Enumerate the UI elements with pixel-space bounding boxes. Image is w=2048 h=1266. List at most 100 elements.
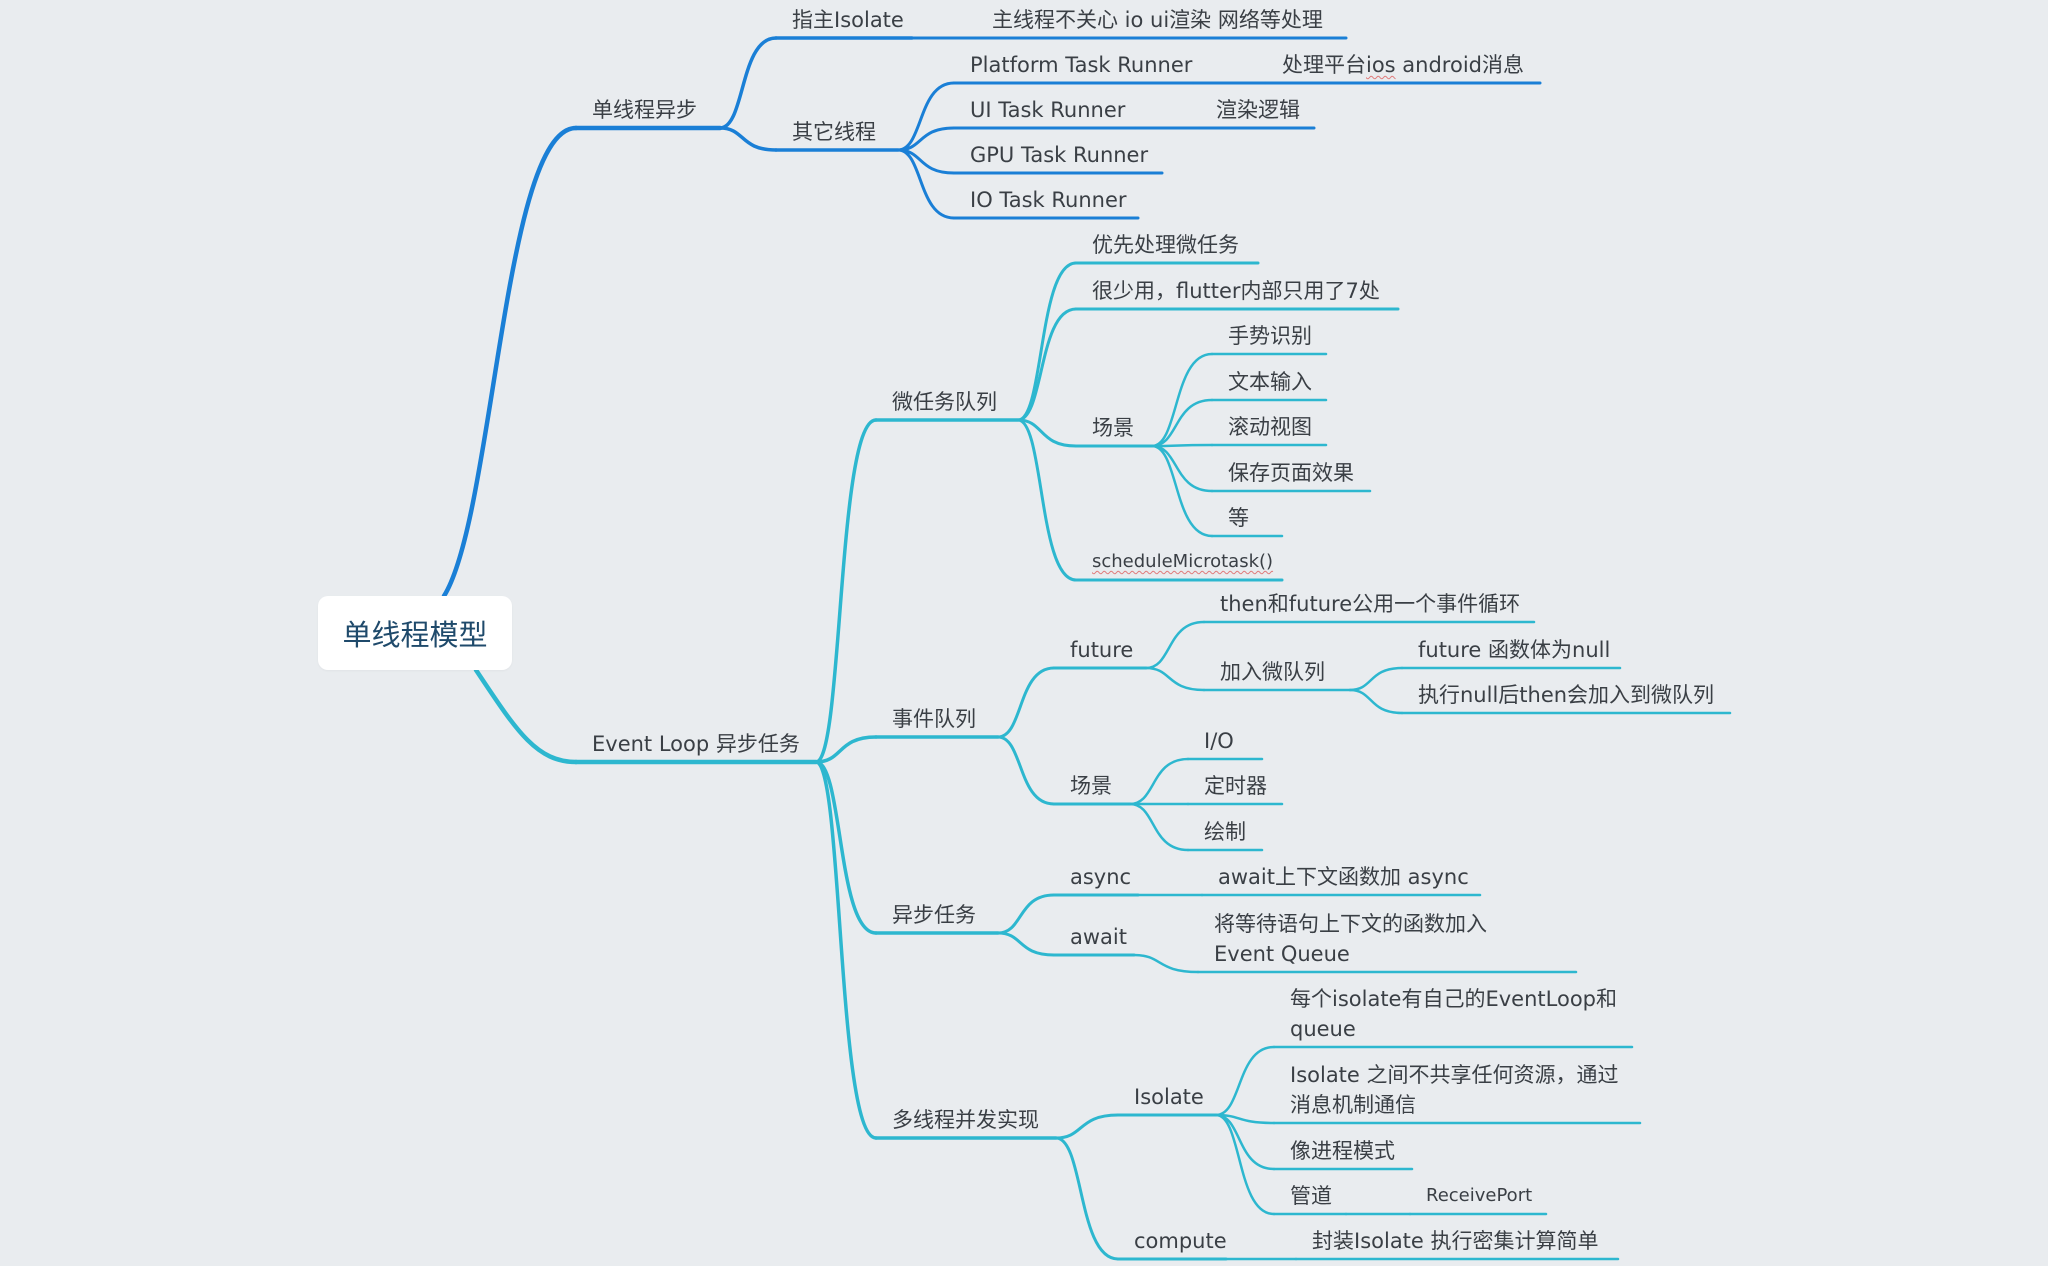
branch-line xyxy=(1128,802,1190,852)
node-n2-3-2-1[interactable]: 将等待语句上下文的函数加入Event Queue xyxy=(1214,909,1534,969)
node-label: 绘制 xyxy=(1204,820,1246,844)
node-label: 优先处理微任务 xyxy=(1092,233,1239,257)
branch-line xyxy=(996,666,1056,739)
branch-line xyxy=(814,760,878,1140)
node-label: 场景 xyxy=(1070,774,1112,798)
node-label: future 函数体为null xyxy=(1418,638,1611,662)
node-n2-3-1-1[interactable]: await上下文函数加 async xyxy=(1218,862,1469,892)
node-label: 主线程不关心 io ui渲染 网络等处理 xyxy=(992,8,1323,32)
node-n2-1-3-5[interactable]: 等 xyxy=(1228,503,1249,533)
node-label: scheduleMicrotask() xyxy=(1092,551,1274,572)
branch-line xyxy=(441,125,579,599)
node-n1-2-4[interactable]: IO Task Runner xyxy=(970,185,1127,215)
node-label: 其它线程 xyxy=(792,120,876,144)
node-label: Isolate 之间不共享任何资源，通过消息机制通信 xyxy=(1290,1063,1619,1117)
node-label: Isolate xyxy=(1134,1085,1204,1109)
branch-line xyxy=(1054,1136,1120,1261)
node-n2-2-2-3[interactable]: 绘制 xyxy=(1204,817,1246,847)
node-n2-2[interactable]: 事件队列 xyxy=(892,704,976,734)
node-n2-3-2[interactable]: await xyxy=(1070,922,1127,952)
node-label: ReceivePort xyxy=(1426,1185,1533,1206)
node-n2-2-1[interactable]: future xyxy=(1070,635,1133,665)
node-n2-4[interactable]: 多线程并发实现 xyxy=(892,1105,1039,1135)
node-n2-4-2-1[interactable]: 封装Isolate 执行密集计算简单 xyxy=(1312,1226,1599,1256)
branch-line xyxy=(996,893,1056,935)
node-n2[interactable]: Event Loop 异步任务 xyxy=(592,729,800,759)
branch-line xyxy=(896,81,956,152)
node-n2-1-1[interactable]: 优先处理微任务 xyxy=(1092,230,1239,260)
branch-line xyxy=(1144,620,1206,670)
node-n2-2-2-1[interactable]: I/O xyxy=(1204,726,1234,756)
branch-line xyxy=(1214,1045,1276,1117)
node-label: 多线程并发实现 xyxy=(892,1108,1039,1132)
node-n2-1-3-4[interactable]: 保存页面效果 xyxy=(1228,458,1354,488)
branch-line xyxy=(1132,953,1200,974)
branch-line xyxy=(1348,688,1404,715)
node-label: UI Task Runner xyxy=(970,98,1126,122)
branch-line xyxy=(1150,398,1214,448)
root-node[interactable]: 单线程模型 xyxy=(318,596,512,670)
node-n1-2-1[interactable]: Platform Task Runner xyxy=(970,50,1192,80)
node-n2-2-1-1[interactable]: then和future公用一个事件循环 xyxy=(1220,589,1520,619)
node-n2-3-1[interactable]: async xyxy=(1070,862,1131,892)
branch-line xyxy=(1150,444,1214,493)
node-n2-4-1-2[interactable]: Isolate 之间不共享任何资源，通过消息机制通信 xyxy=(1290,1060,1630,1120)
branch-line xyxy=(996,931,1056,957)
node-label: 保存页面效果 xyxy=(1228,461,1354,485)
node-n1-2[interactable]: 其它线程 xyxy=(792,117,876,147)
node-label: I/O xyxy=(1204,729,1234,753)
node-n2-4-2[interactable]: compute xyxy=(1134,1226,1227,1256)
branch-line xyxy=(814,418,878,764)
node-n2-1-3-1[interactable]: 手势识别 xyxy=(1228,321,1312,351)
branch-line xyxy=(896,148,956,220)
node-label: 将等待语句上下文的函数加入Event Queue xyxy=(1214,912,1487,966)
node-n1-1-1[interactable]: 主线程不关心 io ui渲染 网络等处理 xyxy=(992,5,1323,35)
node-label: 场景 xyxy=(1092,416,1134,440)
node-n2-4-1-4-1[interactable]: ReceivePort xyxy=(1426,1181,1532,1211)
branch-line xyxy=(718,36,778,130)
node-label: Event Loop 异步任务 xyxy=(592,732,800,756)
node-label: then和future公用一个事件循环 xyxy=(1220,592,1521,616)
node-label: 渲染逻辑 xyxy=(1216,98,1300,122)
node-label: 文本输入 xyxy=(1228,370,1312,394)
node-n2-4-1-3[interactable]: 像进程模式 xyxy=(1290,1136,1395,1166)
node-label: IO Task Runner xyxy=(970,188,1127,212)
node-n1-1[interactable]: 指主Isolate xyxy=(792,5,904,35)
node-n2-1-3-3[interactable]: 滚动视图 xyxy=(1228,412,1312,442)
node-n1-2-2-1[interactable]: 渲染逻辑 xyxy=(1216,95,1300,125)
node-label: 定时器 xyxy=(1204,774,1267,798)
node-label: 每个isolate有自己的EventLoop和queue xyxy=(1290,987,1617,1041)
node-n2-1-3-2[interactable]: 文本输入 xyxy=(1228,367,1312,397)
node-n2-2-1-2[interactable]: 加入微队列 xyxy=(1220,657,1325,687)
node-label: compute xyxy=(1134,1229,1227,1253)
node-n1-2-1-1[interactable]: 处理平台ios android消息 xyxy=(1282,50,1524,80)
branch-line xyxy=(1144,666,1206,692)
branch-line xyxy=(718,126,778,152)
branch-line xyxy=(1016,418,1078,448)
node-n2-1[interactable]: 微任务队列 xyxy=(892,387,997,417)
node-label: 指主Isolate xyxy=(792,8,904,32)
node-n2-1-2[interactable]: 很少用，flutter内部只用了7处 xyxy=(1092,276,1380,306)
node-n1-2-2[interactable]: UI Task Runner xyxy=(970,95,1125,125)
node-label: await上下文函数加 async xyxy=(1218,865,1469,889)
node-n2-2-2[interactable]: 场景 xyxy=(1070,771,1112,801)
node-n2-1-3[interactable]: 场景 xyxy=(1092,413,1134,443)
node-label: 单线程异步 xyxy=(592,98,697,122)
node-n2-4-1-1[interactable]: 每个isolate有自己的EventLoop和queue xyxy=(1290,984,1630,1044)
node-n2-2-1-2-1[interactable]: future 函数体为null xyxy=(1418,635,1610,665)
node-n2-2-1-2-2[interactable]: 执行null后then会加入到微队列 xyxy=(1418,680,1714,710)
node-label: 处理平台ios android消息 xyxy=(1282,53,1524,77)
node-label: 加入微队列 xyxy=(1220,660,1325,684)
node-n1[interactable]: 单线程异步 xyxy=(592,95,697,125)
node-n2-4-1-4[interactable]: 管道 xyxy=(1290,1181,1332,1211)
branch-line xyxy=(1054,1113,1120,1140)
node-n2-3[interactable]: 异步任务 xyxy=(892,900,976,930)
node-n1-2-3[interactable]: GPU Task Runner xyxy=(970,140,1148,170)
node-n2-2-2-2[interactable]: 定时器 xyxy=(1204,771,1267,801)
branch-line xyxy=(1150,352,1214,448)
node-n2-4-1[interactable]: Isolate xyxy=(1134,1082,1204,1112)
node-n2-1-4[interactable]: scheduleMicrotask() xyxy=(1092,547,1273,577)
node-label: async xyxy=(1070,865,1132,889)
